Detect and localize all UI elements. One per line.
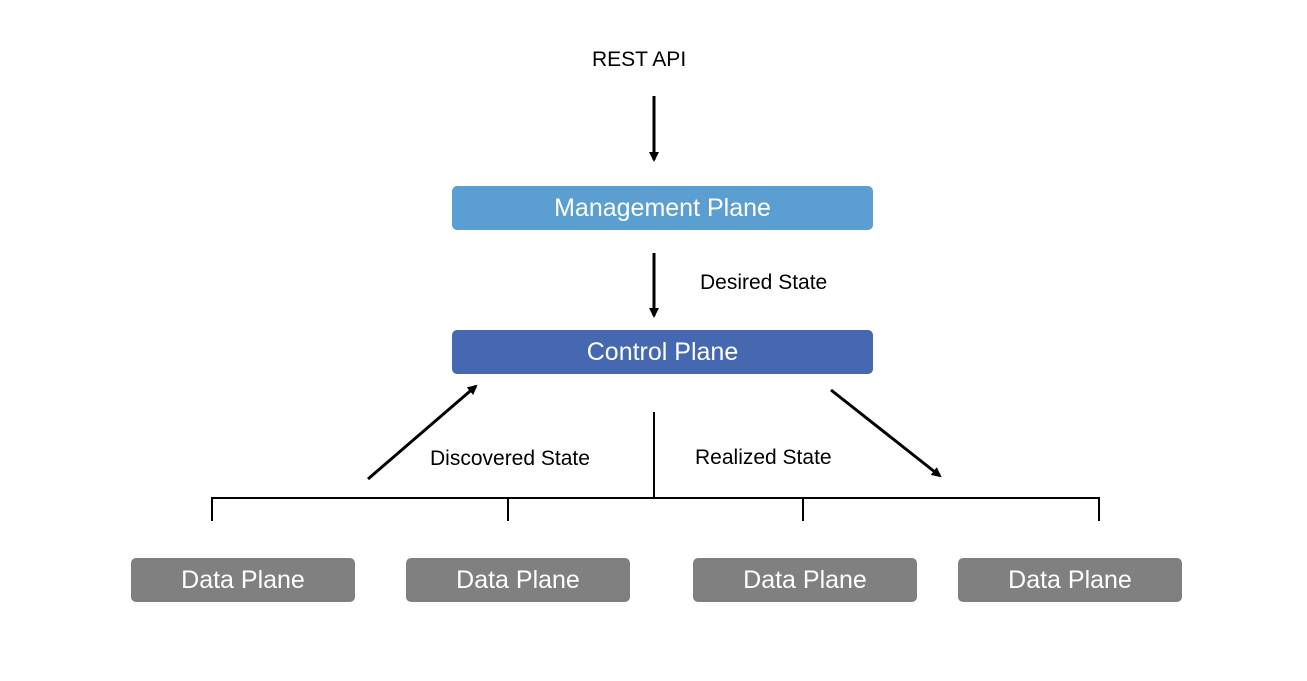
- data-plane-label-4: Data Plane: [1008, 565, 1132, 594]
- realized-state-label: Realized State: [695, 446, 832, 469]
- discovered-state-label: Discovered State: [430, 447, 590, 470]
- arrow-realized-state: [830, 388, 942, 478]
- arrow-discovered-state: [367, 384, 478, 481]
- management-plane-label: Management Plane: [554, 193, 771, 222]
- control-plane-label: Control Plane: [586, 337, 739, 366]
- data-plane-box-2: Data Plane: [406, 558, 630, 602]
- data-plane-label-3: Data Plane: [743, 565, 867, 594]
- desired-state-label: Desired State: [700, 271, 828, 294]
- data-plane-label-1: Data Plane: [181, 565, 305, 594]
- control-plane-box: Control Plane: [452, 330, 873, 374]
- data-plane-box-1: Data Plane: [131, 558, 355, 602]
- data-plane-label-2: Data Plane: [456, 565, 580, 594]
- rest-api-label: REST API: [592, 48, 687, 71]
- data-plane-box-3: Data Plane: [693, 558, 917, 602]
- management-plane-box: Management Plane: [452, 186, 873, 230]
- data-plane-box-4: Data Plane: [958, 558, 1182, 602]
